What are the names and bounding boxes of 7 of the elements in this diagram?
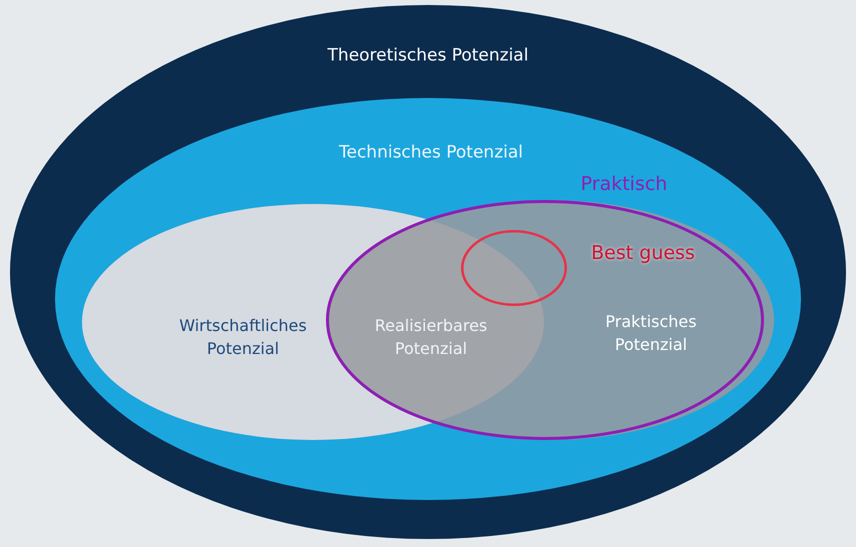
ellipse-label: Best guess (591, 241, 695, 266)
ellipse-label: Wirtschaftliches Potenzial (178, 314, 308, 360)
ellipse-label: Theoretisches Potenzial (328, 44, 528, 68)
ellipse-label: Praktisches Potenzial (604, 310, 698, 356)
ellipse-label: Technisches Potenzial (339, 142, 523, 165)
overlap-label: Realisierbares Potenzial (374, 314, 488, 360)
ellipse-label: Praktisch (580, 172, 668, 198)
